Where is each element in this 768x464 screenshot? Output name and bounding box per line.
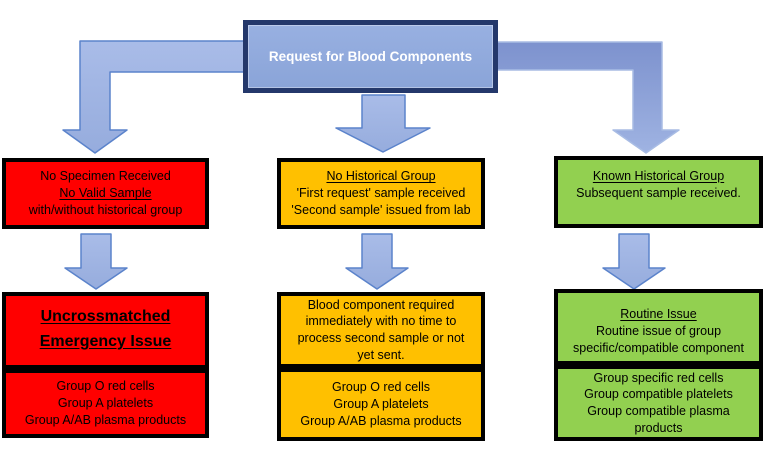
action-text: Blood component required immediately wit… [297, 297, 465, 362]
arrow-bent-right-icon [494, 41, 680, 154]
condition-line-underlined: No Valid Sample [59, 186, 152, 201]
product-line: Group O red cells [332, 380, 430, 395]
condition-line: with/without historical group [28, 202, 183, 217]
product-line: Group O red cells [56, 379, 155, 394]
products-box-emergency: Group O red cells Group A platelets Grou… [2, 369, 209, 438]
arrow-down-middle-column-icon [345, 233, 409, 290]
product-line: Group compatible platelets [584, 387, 733, 402]
arrow-down-right-column-icon [602, 233, 666, 290]
product-line: Group specific red cells [593, 370, 724, 385]
products-box-routine: Group specific red cells Group compatibl… [554, 365, 763, 441]
product-line: Group compatible plasma products [587, 404, 730, 435]
products-box-urgent: Group O red cells Group A platelets Grou… [277, 368, 485, 441]
action-box-immediate-requirement: Blood component required immediately wit… [277, 292, 485, 368]
action-box-routine-issue: Routine Issue Routine issue of group spe… [554, 289, 763, 365]
condition-line-underlined: No Historical Group [326, 169, 436, 184]
condition-box-no-historical-group: No Historical Group 'First request' samp… [277, 158, 485, 229]
product-line: Group A/AB plasma products [24, 412, 187, 427]
action-line: Routine issue of group specific/compatib… [573, 323, 744, 355]
action-line-underlined: Routine Issue [620, 307, 697, 321]
action-line-underlined: Emergency Issue [39, 332, 172, 350]
product-line: Group A platelets [57, 396, 154, 411]
action-line-underlined: Uncrossmatched [40, 308, 171, 325]
condition-box-known-historical-group: Known Historical Group Subsequent sample… [554, 156, 763, 228]
arrow-down-middle-icon [335, 94, 431, 153]
condition-line: No Specimen Received [40, 169, 171, 184]
product-line: Group A platelets [333, 397, 429, 412]
condition-line: 'First request' sample received [296, 186, 466, 201]
title-box-request-for-blood-components: Request for Blood Components [243, 20, 498, 93]
condition-line: Subsequent sample received. [576, 185, 741, 200]
action-box-uncrossmatched-emergency-issue: Uncrossmatched Emergency Issue [2, 292, 209, 369]
title-label: Request for Blood Components [268, 49, 473, 64]
product-line: Group A/AB plasma products [300, 413, 462, 428]
condition-line-underlined: Known Historical Group [592, 169, 725, 183]
arrow-bent-left-icon [62, 40, 247, 154]
condition-line: 'Second sample' issued from lab [291, 202, 471, 217]
arrow-down-left-column-icon [64, 233, 128, 290]
condition-box-no-specimen: No Specimen Received No Valid Sample wit… [2, 158, 209, 229]
